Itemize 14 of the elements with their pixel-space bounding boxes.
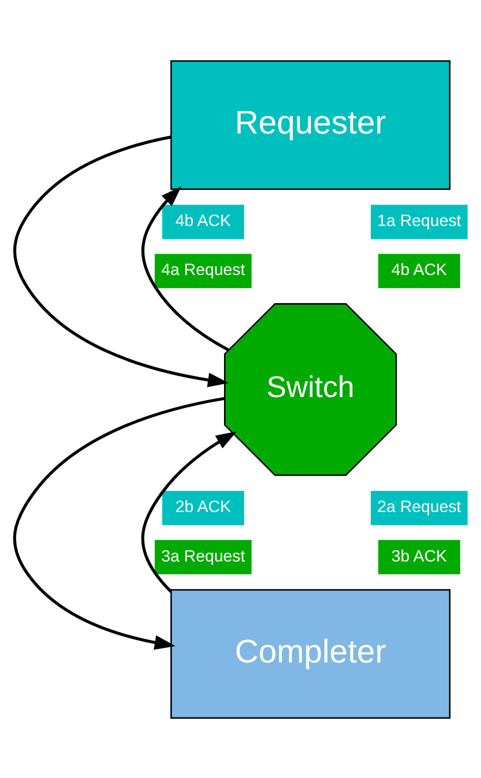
- node-box: Completer: [170, 588, 450, 718]
- node-box: 2a Request: [370, 490, 468, 525]
- arrow: [13, 135, 229, 387]
- node-box: 4b ACK: [378, 253, 460, 288]
- node-box: 4a Request: [154, 253, 252, 288]
- arrow: [141, 186, 230, 351]
- arrow: [141, 430, 237, 592]
- arrow: [13, 396, 225, 650]
- node-box: 1a Request: [370, 204, 468, 238]
- node-box: 3a Request: [154, 540, 252, 574]
- node-box: 4b ACK: [162, 204, 244, 238]
- node-box: 3b ACK: [378, 540, 460, 574]
- node-box: Requester: [170, 60, 450, 190]
- node-box: 2b ACK: [162, 490, 244, 525]
